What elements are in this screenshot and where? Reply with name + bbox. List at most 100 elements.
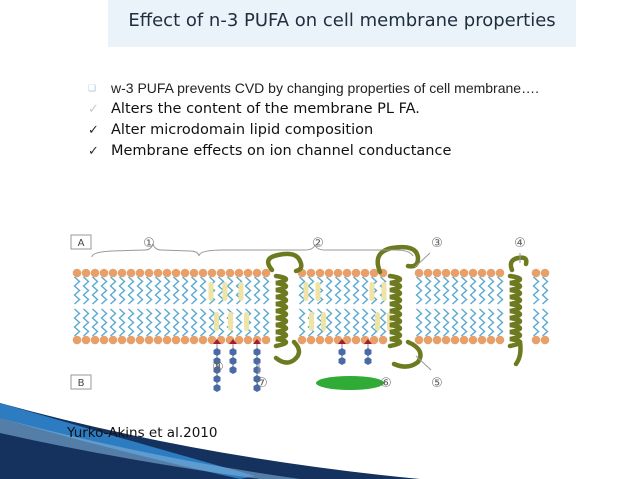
lipid-head bbox=[172, 269, 181, 278]
helix-protein bbox=[510, 276, 520, 346]
lipid-tail bbox=[174, 277, 179, 304]
lipid-head bbox=[136, 336, 145, 345]
lipid-head bbox=[352, 269, 361, 278]
lipid-head bbox=[154, 269, 163, 278]
marker-3: ③ bbox=[431, 236, 443, 251]
lipid-tail bbox=[426, 309, 431, 336]
lipid-tail bbox=[147, 309, 152, 336]
bullet-item: ✓ Alter microdomain lipid composition bbox=[88, 120, 556, 141]
protein-blob bbox=[316, 376, 384, 390]
lipid-tail bbox=[165, 309, 170, 336]
lipid-head bbox=[262, 336, 271, 345]
cholesterol bbox=[321, 312, 326, 331]
lipid-head bbox=[433, 336, 442, 345]
bullet-list: ❑ w-3 PUFA prevents CVD by changing prop… bbox=[88, 80, 556, 162]
lipid-tail bbox=[471, 277, 476, 304]
lipid-head bbox=[136, 269, 145, 278]
square-bullet-icon: ❑ bbox=[88, 80, 96, 97]
lipid-head bbox=[145, 269, 154, 278]
lipid-tail bbox=[111, 277, 116, 304]
lipid-head bbox=[127, 336, 136, 345]
lipid-tail bbox=[210, 309, 215, 336]
lipid-head bbox=[424, 269, 433, 278]
helix-loop bbox=[268, 254, 301, 271]
cholesterol bbox=[209, 282, 214, 301]
lipid-head bbox=[478, 269, 487, 278]
lipid-head bbox=[181, 269, 190, 278]
lipid-head bbox=[442, 269, 451, 278]
lipid-head bbox=[442, 336, 451, 345]
lipid-tail bbox=[489, 277, 494, 304]
cholesterol-group bbox=[209, 282, 393, 331]
helix-loop bbox=[378, 247, 418, 272]
helix-loop bbox=[511, 258, 526, 270]
cholesterol bbox=[309, 312, 314, 331]
page-title: Effect of n-3 PUFA on cell membrane prop… bbox=[108, 10, 576, 31]
lipid-head bbox=[235, 269, 244, 278]
glycan-unit bbox=[339, 348, 346, 356]
cholesterol bbox=[382, 282, 387, 301]
lipid-head bbox=[91, 269, 100, 278]
bullet-item-text: Alter microdomain lipid composition bbox=[111, 122, 373, 138]
lipid-tail bbox=[543, 277, 548, 304]
lipid-head bbox=[478, 336, 487, 345]
lipid-head bbox=[199, 269, 208, 278]
lipid-tail bbox=[156, 309, 161, 336]
lipid-tail bbox=[498, 277, 503, 304]
bullet-item: ✓ Alters the content of the membrane PL … bbox=[88, 99, 556, 120]
panel-b-box: B bbox=[71, 375, 91, 389]
lipid-tail bbox=[84, 309, 89, 336]
panel-a-box: A bbox=[71, 235, 91, 249]
marker-8: ⑧ bbox=[212, 360, 224, 375]
bullet-item: ✓ Membrane effects on ion channel conduc… bbox=[88, 141, 556, 162]
lipid-tail bbox=[480, 309, 485, 336]
lipid-tail bbox=[264, 309, 269, 336]
marker-6: ⑥ bbox=[380, 376, 392, 391]
lipid-head bbox=[352, 336, 361, 345]
glycan-unit bbox=[214, 348, 221, 356]
lipid-tail bbox=[453, 309, 458, 336]
cholesterol bbox=[387, 312, 392, 331]
lipid-tail bbox=[417, 309, 422, 336]
lipid-tail bbox=[363, 277, 368, 304]
cholesterol bbox=[239, 282, 244, 301]
lipid-head bbox=[82, 336, 91, 345]
lipid-tail bbox=[183, 277, 188, 304]
lipid-tail bbox=[255, 277, 260, 304]
lipid-tail bbox=[480, 277, 485, 304]
lipid-head bbox=[316, 269, 325, 278]
lipid-tail bbox=[453, 277, 458, 304]
marker-4: ④ bbox=[514, 236, 526, 251]
lipid-tail bbox=[462, 309, 467, 336]
cholesterol bbox=[228, 312, 233, 331]
lipid-tail bbox=[75, 277, 80, 304]
lipid-tail bbox=[327, 277, 332, 304]
lipid-tail bbox=[183, 309, 188, 336]
lipid-head bbox=[361, 269, 370, 278]
lipid-head bbox=[190, 269, 199, 278]
lipid-head bbox=[73, 336, 82, 345]
lipid-tail bbox=[426, 277, 431, 304]
lipid-tail bbox=[84, 277, 89, 304]
checkmark-icon: ✓ bbox=[88, 141, 99, 162]
lipid-head bbox=[307, 269, 316, 278]
lipid-tail bbox=[201, 277, 206, 304]
lipid-head bbox=[145, 336, 154, 345]
lipid-tail bbox=[192, 309, 197, 336]
marker-2: ② bbox=[312, 236, 324, 251]
lipid-head bbox=[469, 269, 478, 278]
lipid-head bbox=[208, 269, 217, 278]
lipid-head bbox=[100, 336, 109, 345]
helix-protein bbox=[390, 276, 400, 346]
lipid-head bbox=[532, 269, 541, 278]
bullet-item-text: Alters the content of the membrane PL FA… bbox=[111, 101, 420, 117]
marker-1: ① bbox=[143, 236, 155, 251]
lipid-tail bbox=[228, 277, 233, 304]
lipid-tail bbox=[354, 277, 359, 304]
lipid-head bbox=[325, 336, 334, 345]
lipid-head bbox=[163, 336, 172, 345]
lipid-tail bbox=[345, 309, 350, 336]
lipid-tail bbox=[102, 277, 107, 304]
lipid-head bbox=[451, 269, 460, 278]
lipid-head bbox=[118, 336, 127, 345]
